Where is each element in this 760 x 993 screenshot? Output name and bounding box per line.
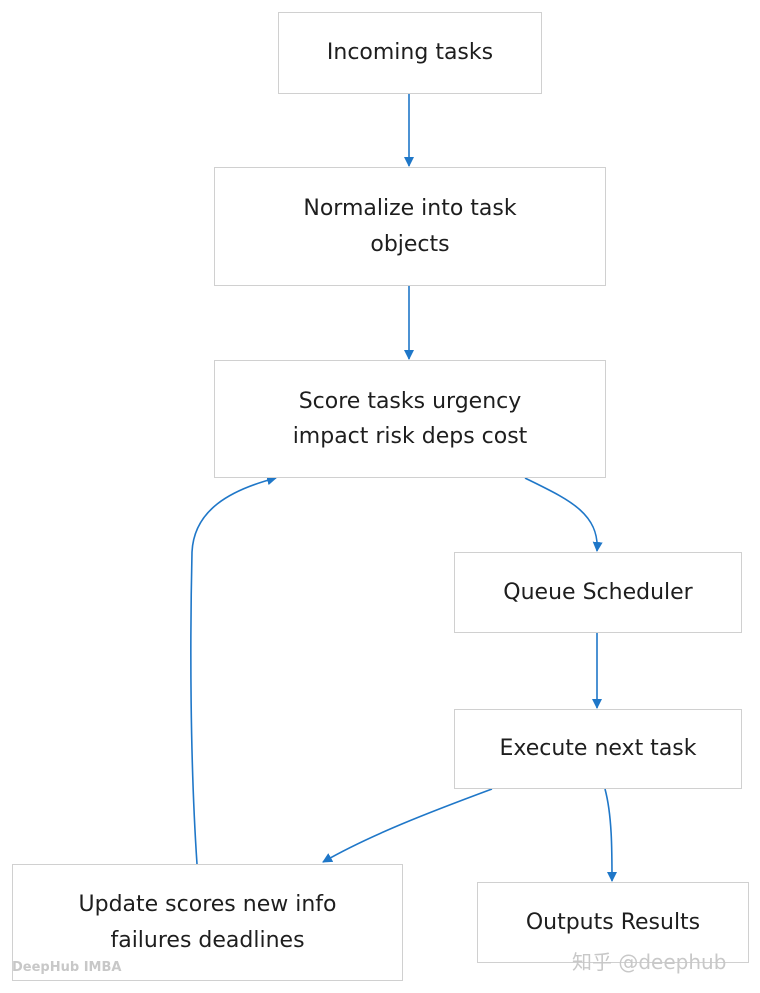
node-execute-next-task-label: Execute next task [499,736,697,762]
node-outputs-results-label: Outputs Results [525,909,701,935]
node-queue-scheduler: Queue Scheduler [454,552,742,633]
node-normalize-label-line1: Normalize into task [303,196,517,222]
edge-execute-to-outputs [604,788,617,882]
edge-update-to-score [190,475,277,865]
edge-execute-to-update [322,788,493,863]
node-incoming-tasks: Incoming tasks [278,12,542,94]
node-score-label-line2: impact risk deps cost [292,424,528,449]
edge-score-to-queue [524,477,603,552]
node-score-label-line1: Score tasks urgency [298,388,522,414]
watermark-right: 知乎 @deephub [572,950,727,974]
node-score-tasks: Score tasks urgency impact risk deps cos… [214,360,606,478]
node-incoming-tasks-label: Incoming tasks [326,40,494,66]
node-normalize-task-objects: Normalize into task objects [214,167,606,286]
node-normalize-label-line2: objects [370,231,450,257]
watermark-left: DeepHub IMBA [12,960,122,975]
node-execute-next-task: Execute next task [454,709,742,789]
node-update-scores: Update scores new info failures deadline… [12,864,403,981]
node-update-scores-label-line1: Update scores new info [78,892,337,918]
node-queue-scheduler-label: Queue Scheduler [503,579,693,605]
node-outputs-results: Outputs Results [477,882,749,963]
node-update-scores-label-line2: failures deadlines [110,927,305,953]
